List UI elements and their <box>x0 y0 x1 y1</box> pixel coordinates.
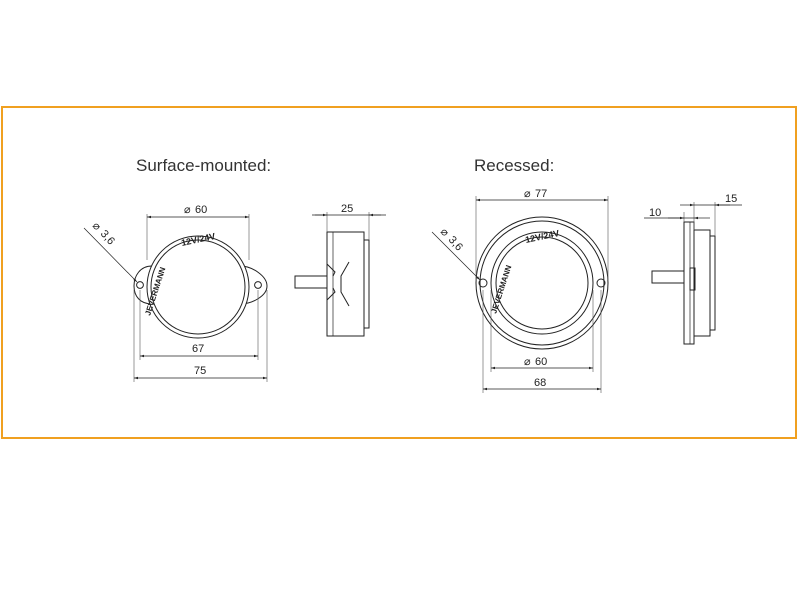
surface-left-ear <box>133 265 153 305</box>
recessed-dim-depth: 15 <box>680 193 742 236</box>
recessed-flange-outer <box>475 216 609 350</box>
recessed-left-hole <box>478 278 488 288</box>
surface-housing-outer <box>146 235 250 339</box>
recessed-side-body <box>693 229 711 337</box>
recessed-hole-value: 3,6 <box>446 234 465 253</box>
surface-dim-depth: 25 <box>312 203 386 240</box>
surface-mounted-title: Surface-mounted: <box>136 156 272 175</box>
surface-side-housing <box>326 231 365 337</box>
surface-dim-outer-width: 75 <box>133 290 268 382</box>
recessed-width-value: 68 <box>534 377 546 389</box>
surface-front-view: 12V/24V JEVERMANN <box>133 231 268 339</box>
surface-dim-diameter: ⌀ 60 <box>146 204 250 260</box>
recessed-dim-diameter-inner: ⌀ 60 <box>490 290 594 372</box>
surface-side-clip <box>326 263 336 301</box>
recessed-right-hole <box>596 278 606 288</box>
recessed-flange-inner <box>479 220 605 346</box>
drawing-frame <box>1 106 797 439</box>
surface-depth-value: 25 <box>341 203 353 215</box>
recessed-side-connector <box>651 270 685 284</box>
recessed-hole-symbol: ⌀ <box>438 226 452 239</box>
recessed-depth-value: 15 <box>725 193 737 205</box>
surface-dim-hole: ⌀ 3,6 <box>83 220 138 283</box>
surface-left-hole <box>136 281 144 289</box>
surface-side-lens <box>363 239 370 329</box>
recessed-lens-outer <box>490 231 594 335</box>
recessed-dim-flange: 10 <box>644 207 710 230</box>
recessed-dim-width: 68 <box>482 290 602 393</box>
surface-right-hole <box>254 281 262 289</box>
surface-diameter-symbol: ⌀ <box>184 204 191 216</box>
recessed-title: Recessed: <box>474 156 555 175</box>
recessed-side-flange <box>683 221 695 345</box>
surface-dim-inner-width: 67 <box>139 290 259 360</box>
recessed-side-lens <box>709 235 716 331</box>
surface-side-spring <box>340 261 350 307</box>
recessed-side-view <box>651 221 716 345</box>
surface-housing-inner <box>150 239 246 335</box>
recessed-flange-value: 10 <box>649 207 661 219</box>
surface-side-connector <box>294 275 328 289</box>
recessed-diameter-outer-value: 77 <box>535 188 547 200</box>
recessed-diameter-inner-value: 60 <box>535 356 547 368</box>
surface-right-ear <box>239 265 268 305</box>
recessed-dim-hole: ⌀ 3,6 <box>431 226 481 281</box>
recessed-diameter-inner-symbol: ⌀ <box>524 356 531 368</box>
recessed-front-view: 12V/24V JEVERMANN <box>475 216 609 350</box>
surface-outer-width-value: 75 <box>194 365 206 377</box>
surface-diameter-value: 60 <box>195 204 207 216</box>
surface-inner-width-value: 67 <box>192 343 204 355</box>
recessed-side-clip <box>689 267 696 291</box>
recessed-dim-diameter-outer: ⌀ 77 <box>475 188 609 280</box>
recessed-diameter-symbol: ⌀ <box>524 188 531 200</box>
recessed-lens-inner <box>495 236 589 330</box>
surface-side-view <box>294 231 370 337</box>
surface-hole-symbol: ⌀ <box>90 220 104 233</box>
